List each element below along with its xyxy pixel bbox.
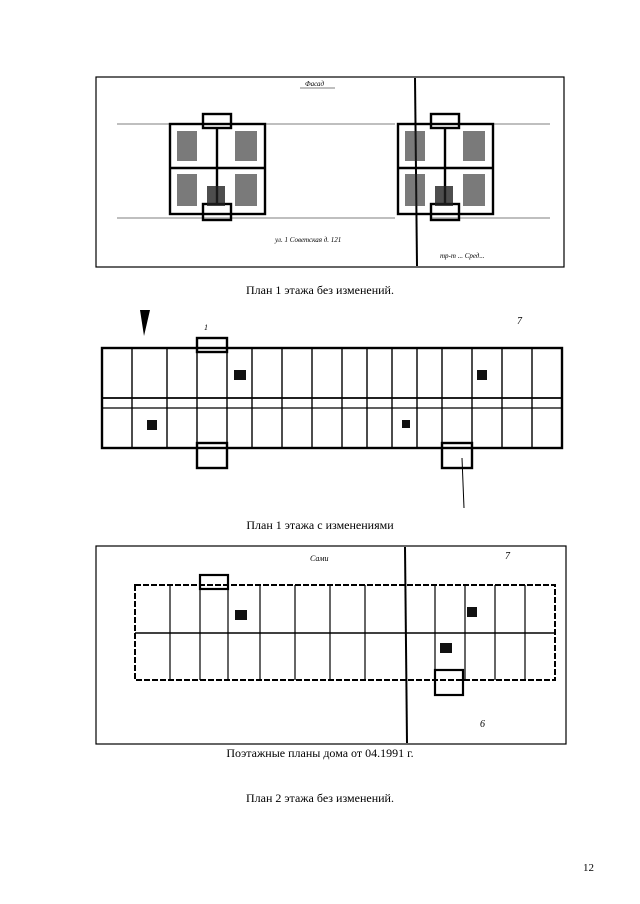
handwritten-title: Фасад <box>305 80 325 88</box>
caption-plan2-unchanged: План 2 этажа без изменений. <box>246 791 394 805</box>
floor-plan-1-unchanged-image: Фасад ул. 1 Советская д. 121 тр-т ... Ср… <box>95 76 565 268</box>
page-number: 12 <box>583 862 594 874</box>
floor-plan-2-drawing: Сами 7 6 <box>95 545 567 745</box>
handwritten-address-left: ул. 1 Советская д. 121 <box>274 236 341 244</box>
caption-plan1-unchanged: План 1 этажа без изменений. <box>246 283 394 297</box>
handwritten-title: Сами <box>310 554 329 563</box>
floor-plan-1-changed-drawing: 1 7 <box>100 310 564 508</box>
floor-plan-2-image: Сами 7 6 <box>95 545 567 745</box>
handwritten-mark-1: 1 <box>204 323 208 332</box>
handwritten-mark-7: 7 <box>505 551 511 562</box>
handwritten-mark-7: 7 <box>517 316 523 327</box>
floor-plan-1-changed-image: 1 7 <box>92 308 570 508</box>
handwritten-mark-6: 6 <box>480 719 485 730</box>
caption-floor-plans-date: Поэтажные планы дома от 04.1991 г. <box>226 746 414 760</box>
caption-plan1-changed: План 1 этажа с изменениями <box>246 518 394 532</box>
floor-plan-1-unchanged-drawing: Фасад ул. 1 Советская д. 121 тр-т ... Ср… <box>95 76 565 268</box>
handwritten-address-right: тр-т ... Сред... <box>440 252 485 260</box>
